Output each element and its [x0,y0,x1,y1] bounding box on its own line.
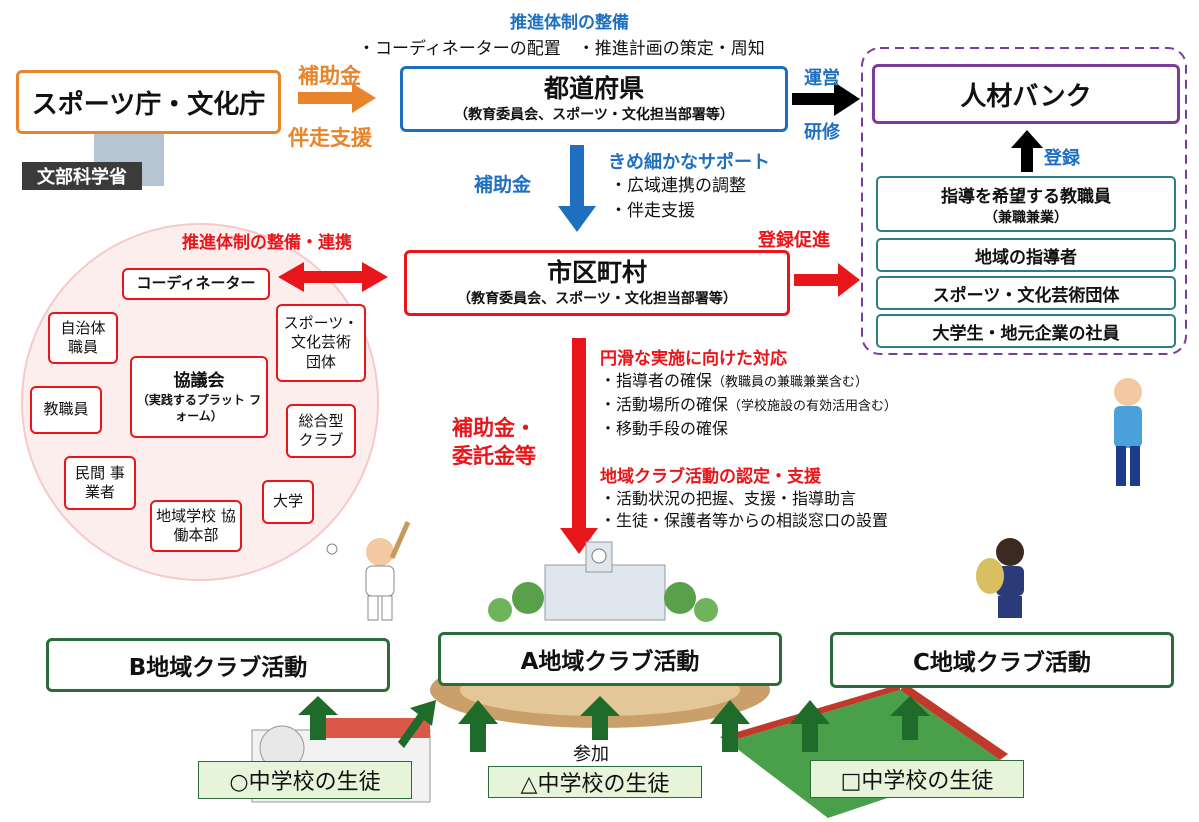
council-member: スポーツ・ 文化芸術 団体 [276,304,366,382]
section2-list: ・活動状況の把握、支援・指導助言 ・生徒・保護者等からの相談窓口の設置 [600,488,888,532]
section1-title: 円滑な実施に向けた対応 [600,349,787,369]
baseball-player-figure [326,520,411,621]
participate-label: 参加 [573,744,609,765]
council-member: 地域学校 協働本部 [150,500,242,552]
red-double-arrow [278,262,388,292]
mext-sign: 文部科学省 [22,162,142,190]
green-up-arrows [298,696,930,752]
black-arrow [792,82,860,116]
agency-pref-bottom-label: 伴走支援 [288,126,372,150]
prefecture-sub: （教育委員会、スポーツ・文化担当部署等） [454,107,734,123]
section2-title: 地域クラブ活動の認定・支援 [600,467,821,487]
pref-muni-label: 補助金 [474,174,532,196]
support-item: ・伴走支援 [610,201,695,221]
club-c-label: C地域クラブ活動 [913,650,1091,676]
bank-item-label: 地域の指導者 [975,247,1077,268]
council-member: 教職員 [30,386,102,434]
club-b-box: B地域クラブ活動 [46,638,390,692]
pref-bank-top-label: 運営 [804,68,840,89]
muni-right-label: 登録促進 [758,230,830,251]
club-b-label: B地域クラブ活動 [128,655,308,681]
coordinator-box: コーディネーター [122,268,270,300]
teacher-figure [1114,378,1142,486]
jinzai-bank-group [861,47,1187,355]
municipality-box: 市区町村 （教育委員会、スポーツ・文化担当部署等） [404,250,790,316]
section1-item: ・活動場所の確保（学校施設の有効活用含む） [600,395,898,414]
agency-pref-top-label: 補助金 [298,64,361,88]
muni-clubs-label: 補助金・ 委託金等 [452,414,536,470]
orange-arrow [298,83,376,113]
bank-item: 指導を希望する教職員 （兼職兼業） [876,176,1176,232]
top-subtitle: ・コーディネーターの配置 ・推進計画の策定・周知 [358,39,765,59]
bank-item: 地域の指導者 [876,238,1176,272]
agency-label: スポーツ庁・文化庁 [31,89,266,120]
club-a-label: A地域クラブ活動 [520,649,700,675]
bank-item-label: 指導を希望する教職員 [941,186,1111,207]
club-c-box: C地域クラブ活動 [830,632,1174,688]
register-label: 登録 [1044,148,1080,169]
council-center-box: 協議会 （実践するプラット フォーム） [130,356,268,438]
muni-left-label: 推進体制の整備・連携 [182,233,352,253]
blue-arrow [558,145,596,232]
support-item: ・広域連携の調整 [610,176,746,196]
pref-bank-bottom-label: 研修 [804,122,840,143]
red-down-arrow [560,338,598,554]
muni-clubs-label-line2: 委託金等 [452,444,536,468]
prefecture-title: 都道府県 [543,74,644,103]
council-member: 大学 [262,480,314,524]
municipality-sub: （教育委員会、スポーツ・文化担当部署等） [457,291,737,307]
council-member: 民間 事業者 [64,456,136,510]
student-left: ○中学校の生徒 [198,761,412,799]
section1-item: ・指導者の確保（教職員の兼職兼業含む） [600,371,869,390]
section1-list: ・指導者の確保（教職員の兼職兼業含む） ・活動場所の確保（学校施設の有効活用含む… [600,370,897,442]
bank-item-sub: （兼職兼業） [984,209,1068,226]
prefecture-box: 都道府県 （教育委員会、スポーツ・文化担当部署等） [400,66,788,132]
bank-item-label: 大学生・地元企業の社員 [932,323,1120,344]
student-right: □中学校の生徒 [810,760,1024,798]
musician-figure [976,538,1024,618]
bank-item: 大学生・地元企業の社員 [876,314,1176,348]
register-arrow [1011,130,1043,172]
jinzai-bank-title: 人材バンク [960,81,1092,112]
jinzai-bank-box: 人材バンク [872,64,1180,124]
top-title: 推進体制の整備 [510,13,629,33]
council-center-sub: （実践するプラット フォーム） [136,393,262,424]
section2-item: ・生徒・保護者等からの相談窓口の設置 [600,511,889,530]
student-center: △中学校の生徒 [488,766,702,798]
section2-item: ・活動状況の把握、支援・指導助言 [600,489,857,508]
municipality-title: 市区町村 [546,258,647,287]
bank-item: スポーツ・文化芸術団体 [876,276,1176,310]
council-member: 自治体 職員 [48,312,118,364]
club-a-box: A地域クラブ活動 [438,632,782,686]
council-center-title: 協議会 [173,370,225,391]
support-list: ・広域連携の調整 ・伴走支援 [610,174,746,224]
agency-box: スポーツ庁・文化庁 [16,70,281,134]
muni-clubs-label-line1: 補助金・ [452,416,536,440]
support-title: きめ細かなサポート [608,152,770,173]
red-arrow-bank [794,263,860,297]
council-member: 総合型 クラブ [286,404,356,458]
section1-item: ・移動手段の確保 [600,419,729,438]
bank-item-label: スポーツ・文化芸術団体 [932,285,1120,306]
